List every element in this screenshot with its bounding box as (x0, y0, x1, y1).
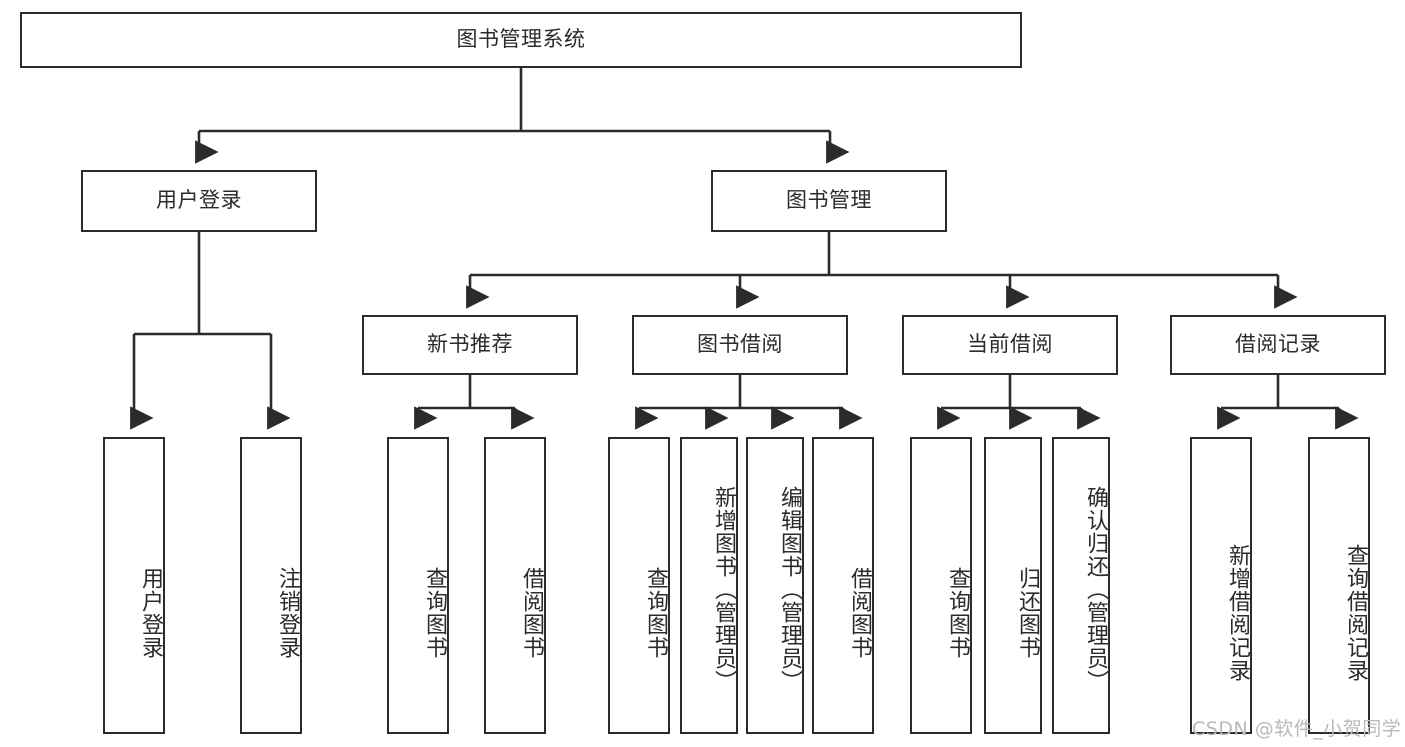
node-borrow-record[interactable]: 借阅记录 (1170, 315, 1386, 375)
csdn-watermark: CSDN @软件_小贺同学 (1192, 718, 1402, 740)
node-leaf-return-book[interactable]: 归还图书 (984, 437, 1042, 734)
node-leaf-query-book-current[interactable]: 查询图书 (910, 437, 972, 734)
node-leaf-query-borrow-record[interactable]: 查询借阅记录 (1308, 437, 1370, 734)
node-leaf-borrow-book-recommend[interactable]: 借阅图书 (484, 437, 546, 734)
node-leaf-user-login[interactable]: 用户登录 (103, 437, 165, 734)
node-book-borrow[interactable]: 图书借阅 (632, 315, 848, 375)
node-book-manage[interactable]: 图书管理 (711, 170, 947, 232)
node-leaf-confirm-return-admin[interactable]: 确认归还（管理员） (1052, 437, 1110, 734)
node-leaf-query-book-borrow[interactable]: 查询图书 (608, 437, 670, 734)
node-leaf-logout[interactable]: 注销登录 (240, 437, 302, 734)
node-leaf-add-borrow-record[interactable]: 新增借阅记录 (1190, 437, 1252, 734)
node-leaf-add-book-admin[interactable]: 新增图书（管理员） (680, 437, 738, 734)
node-leaf-borrow-book[interactable]: 借阅图书 (812, 437, 874, 734)
node-current-borrow[interactable]: 当前借阅 (902, 315, 1118, 375)
node-root-system[interactable]: 图书管理系统 (20, 12, 1022, 68)
node-new-book-recommend[interactable]: 新书推荐 (362, 315, 578, 375)
node-leaf-query-book-recommend[interactable]: 查询图书 (387, 437, 449, 734)
node-leaf-edit-book-admin[interactable]: 编辑图书（管理员） (746, 437, 804, 734)
node-user-login[interactable]: 用户登录 (81, 170, 317, 232)
